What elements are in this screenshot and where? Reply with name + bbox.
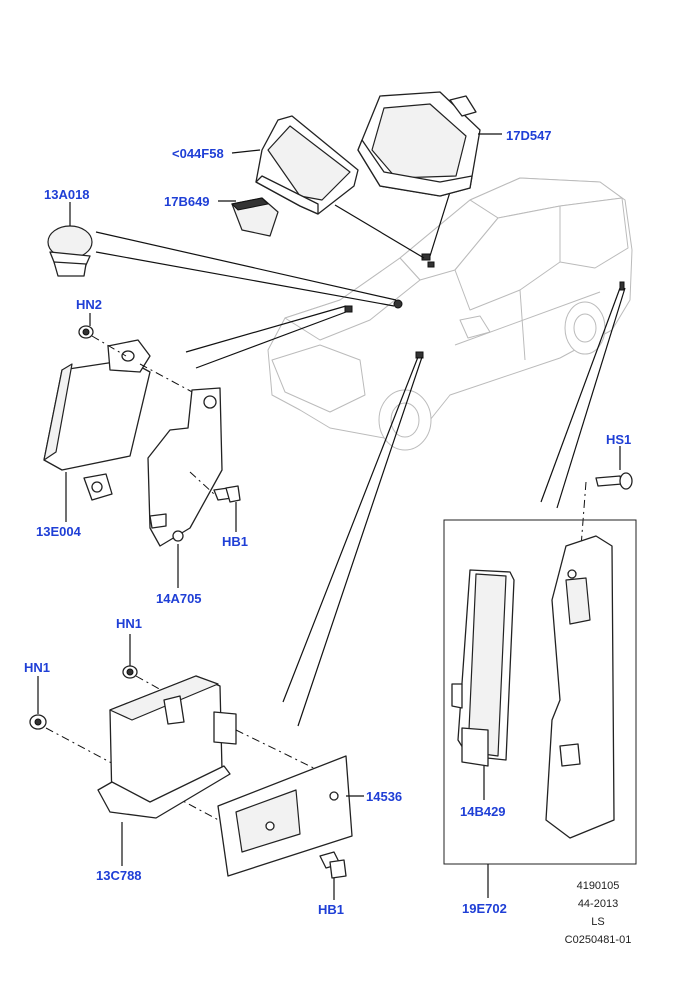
label-HB1-b[interactable]: HB1 (318, 902, 345, 917)
label-14B429[interactable]: 14B429 (460, 804, 506, 819)
label-17D547[interactable]: 17D547 (506, 128, 552, 143)
label-HS1[interactable]: HS1 (606, 432, 632, 447)
part-HB1-bolt-a (213, 485, 241, 503)
label-HN1-b[interactable]: HN1 (24, 660, 51, 675)
part-17B649-shape (230, 197, 279, 237)
part-14B429-shape (451, 569, 515, 767)
marker-camera (427, 261, 435, 268)
label-13E004[interactable]: 13E004 (36, 524, 81, 539)
label-13C788[interactable]: 13C788 (96, 868, 142, 883)
part-HB1-bolt-b (319, 851, 347, 879)
meta-ref-3: LS (591, 916, 605, 928)
label-HN1-a[interactable]: HN1 (116, 616, 143, 631)
part-19E702-bracket-shape (545, 535, 615, 839)
label-14A705[interactable]: 14A705 (156, 591, 202, 606)
part-14536-shape (217, 755, 353, 877)
part-14A705-shape (147, 387, 223, 547)
meta-ref-1: 4190105 (576, 880, 620, 892)
vehicle-outline (267, 177, 633, 451)
part-HN1-nut-b (29, 714, 47, 730)
label-HB1-a[interactable]: HB1 (222, 534, 249, 549)
part-044F58-shape (255, 115, 359, 215)
part-HN2-nut (78, 325, 94, 339)
part-13A018-shape (47, 225, 93, 277)
marker-bracket (415, 351, 424, 359)
meta-ref-4: C0250481-01 (564, 934, 632, 946)
label-14536[interactable]: 14536 (366, 789, 403, 804)
part-HN1-nut-a (122, 665, 138, 679)
meta-ref-2: 44-2013 (577, 898, 619, 910)
part-17D547-shape (357, 91, 481, 197)
part-HS1-screw (595, 472, 633, 490)
label-13A018[interactable]: 13A018 (44, 187, 90, 202)
label-17B649[interactable]: 17B649 (164, 194, 210, 209)
label-19E702[interactable]: 19E702 (462, 901, 507, 916)
marker-module (344, 305, 353, 313)
label-HN2[interactable]: HN2 (76, 297, 103, 312)
marker-sensor (393, 299, 403, 309)
marker-rear (619, 281, 625, 291)
label-044F58[interactable]: <044F58 (172, 146, 224, 161)
part-13C788-shape (97, 675, 237, 819)
part-19E702-frame (443, 519, 637, 865)
part-13E004-shape (43, 339, 151, 501)
